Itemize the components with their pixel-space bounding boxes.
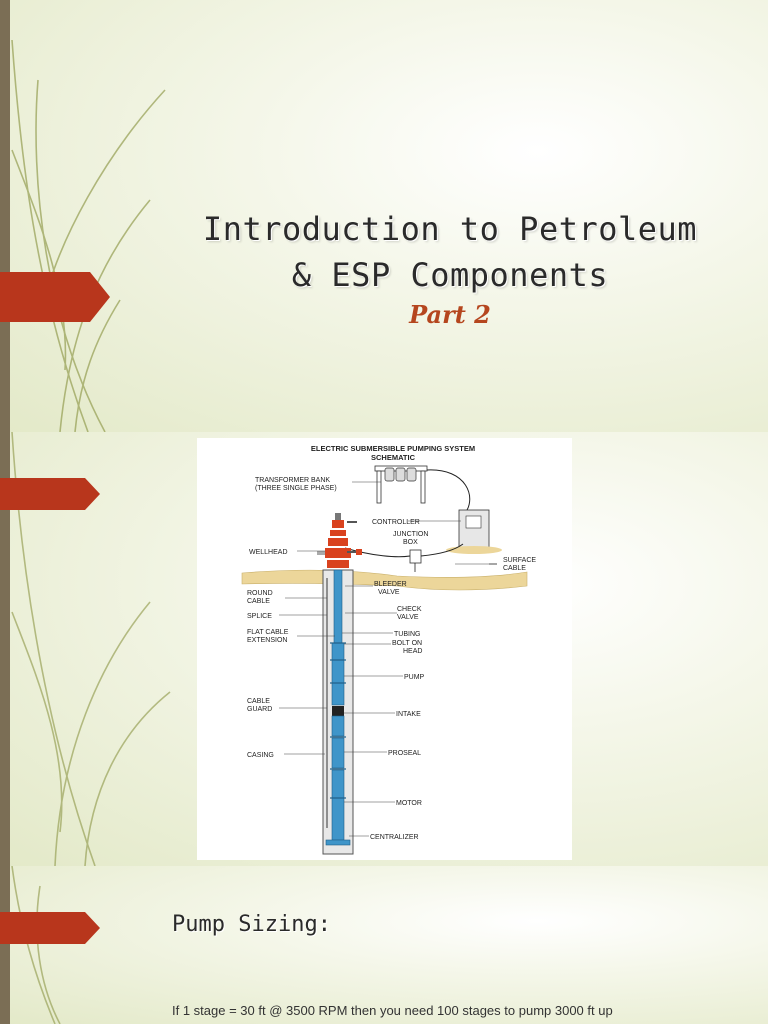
label-motor: MOTOR xyxy=(396,800,422,807)
label-junction-box-2: BOX xyxy=(403,539,418,546)
label-bolt-on-head-2: HEAD xyxy=(403,648,422,655)
side-band xyxy=(0,866,10,1024)
label-centralizer: CENTRALIZER xyxy=(370,834,419,841)
esp-diagram-slide: ELECTRIC SUBMERSIBLE PUMPING SYSTEM SCHE… xyxy=(0,432,768,866)
label-flat-cable-2: EXTENSION xyxy=(247,637,287,644)
section-heading: Pump Sizing: xyxy=(172,912,331,937)
label-proseal: PROSEAL xyxy=(388,750,421,757)
label-bleeder-valve-2: VALVE xyxy=(378,589,400,596)
accent-wedge-arrow xyxy=(0,912,100,944)
label-transformer-bank: TRANSFORMER BANK xyxy=(255,477,330,484)
label-casing: CASING xyxy=(247,752,274,759)
label-check-valve-2: VALVE xyxy=(397,614,419,621)
leaf-decoration xyxy=(11,866,61,1024)
label-round-cable-2: CABLE xyxy=(247,598,270,605)
accent-wedge-arrow xyxy=(0,272,110,322)
label-splice: SPLICE xyxy=(247,613,272,620)
label-cable-guard: CABLE xyxy=(247,698,270,705)
label-transformer-phase: (THREE SINGLE PHASE) xyxy=(255,485,337,492)
title-slide: Introduction to Petroleum & ESP Componen… xyxy=(0,0,768,432)
esp-schematic: ELECTRIC SUBMERSIBLE PUMPING SYSTEM SCHE… xyxy=(197,438,572,860)
label-junction-box: JUNCTION xyxy=(393,531,428,538)
pump-sizing-text: If 1 stage = 30 ft @ 3500 RPM then you n… xyxy=(172,1003,613,1018)
label-controller: CONTROLLER xyxy=(372,519,420,526)
proseal-section xyxy=(331,737,345,769)
slide-subtitle: Part 2 xyxy=(409,300,491,329)
accent-wedge-arrow xyxy=(0,478,100,510)
label-bolt-on-head: BOLT ON xyxy=(392,640,422,647)
motor-section xyxy=(331,769,345,841)
label-round-cable: ROUND xyxy=(247,590,273,597)
label-flat-cable: FLAT CABLE xyxy=(247,629,289,636)
label-check-valve: CHECK xyxy=(397,606,422,613)
label-pump: PUMP xyxy=(404,674,425,681)
label-intake: INTAKE xyxy=(396,711,421,718)
centralizer xyxy=(325,839,351,846)
controller-box xyxy=(446,509,502,554)
junction-box xyxy=(409,549,422,564)
transformer-bank xyxy=(374,465,428,504)
pump-section xyxy=(331,642,345,706)
label-tubing: TUBING xyxy=(394,631,420,638)
label-surface-cable: SURFACE xyxy=(503,557,536,564)
slide-title: Introduction to Petroleum & ESP Componen… xyxy=(202,210,698,294)
cable-guard xyxy=(332,706,344,716)
intake-section xyxy=(331,715,345,737)
label-surface-cable-2: CABLE xyxy=(503,565,526,572)
diagram-subtitle: SCHEMATIC xyxy=(371,453,416,462)
label-cable-guard-2: GUARD xyxy=(247,706,272,713)
wellhead xyxy=(317,513,362,568)
label-bleeder-valve: BLEEDER xyxy=(374,581,407,588)
side-band xyxy=(0,0,10,432)
pump-sizing-slide: Pump Sizing: If 1 stage = 30 ft @ 3500 R… xyxy=(0,866,768,1024)
side-band xyxy=(0,432,10,866)
diagram-title: ELECTRIC SUBMERSIBLE PUMPING SYSTEM xyxy=(311,444,475,453)
label-wellhead: WELLHEAD xyxy=(249,549,288,556)
